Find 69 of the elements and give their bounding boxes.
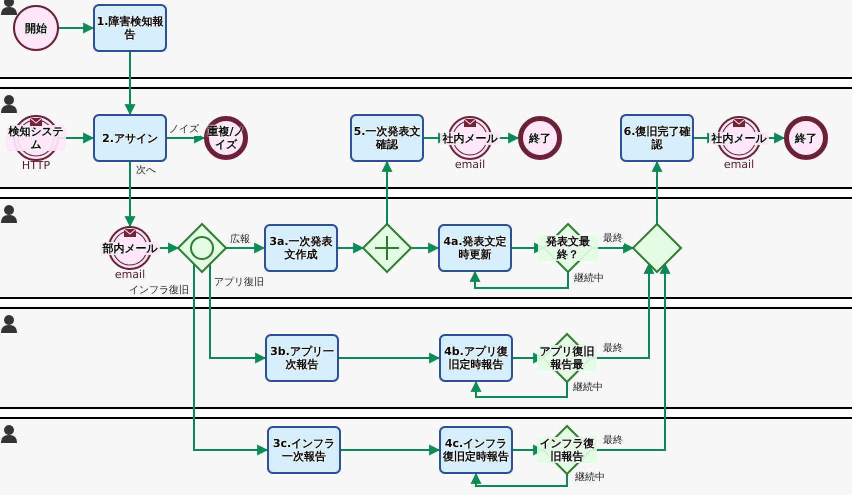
sequence-flow-arrow	[339, 352, 440, 364]
event-gateway	[178, 224, 226, 272]
task-box	[265, 334, 339, 382]
message-event	[707, 116, 771, 160]
task-box	[264, 224, 338, 272]
task-label: 4c.インフラ復旧定時報告	[442, 437, 510, 463]
task-label: 4a.発表文定時更新	[442, 235, 508, 261]
edge-label: 広報	[229, 233, 251, 246]
event-type-label: email	[454, 159, 486, 171]
edge-label: 継続中	[574, 471, 606, 484]
sequence-flow-arrow	[226, 242, 266, 254]
edge-label: 継続中	[573, 272, 605, 285]
sequence-flow-arrow	[124, 162, 136, 228]
message-event	[438, 116, 502, 160]
task-label: 2.アサイン	[101, 132, 159, 144]
event-type-label: email	[722, 159, 756, 171]
task-box	[350, 114, 424, 162]
task-label: 6.復旧完了確認	[622, 125, 692, 151]
sequence-flow-arrow	[411, 242, 440, 254]
task-label: 5.一次発表文確認	[352, 125, 422, 151]
task-box	[93, 114, 167, 162]
edge-label: 最終	[602, 342, 624, 355]
edge-label: インフラ復旧	[128, 284, 190, 297]
task-label: 3a.一次発表文作成	[268, 235, 334, 261]
edge-label: 最終	[602, 232, 624, 245]
gateway-label: インフラ復旧報告	[537, 437, 597, 463]
task-box	[439, 426, 513, 474]
edge-label: アプリ復旧	[213, 276, 265, 289]
task-box	[93, 4, 167, 52]
sequence-flow-arrow	[59, 22, 94, 34]
event-label: 開始	[24, 22, 48, 34]
task-box	[439, 334, 513, 382]
edge-label: 継続中	[572, 381, 604, 394]
sequence-flow-arrow	[124, 52, 136, 116]
sequence-flow-arrow	[470, 270, 569, 289]
gateway-diamond	[633, 224, 681, 272]
edge-label: 最終	[602, 434, 624, 447]
event-label: 部内メール	[100, 242, 160, 254]
parallel-gateway	[363, 224, 411, 272]
task-box	[267, 426, 341, 474]
message-event	[98, 226, 162, 270]
task-box	[438, 224, 512, 272]
event-label: 検知システム	[6, 125, 66, 151]
sequence-flow-arrow	[382, 160, 392, 224]
event-type-label: email	[114, 269, 146, 281]
task-label: 3b.アプリ一次報告	[269, 345, 335, 371]
edge-label: ノイズ	[168, 123, 200, 136]
sequence-flow-arrow	[193, 264, 268, 456]
event-label: 終了	[794, 132, 818, 144]
sequence-flow-arrow	[470, 380, 568, 398]
sequence-flow-arrow	[652, 160, 662, 224]
gateway-label: アプリ復旧報告最	[537, 345, 597, 371]
task-label: 1.障害検知報告	[96, 15, 164, 41]
gateway-label: 発表文最終？	[538, 235, 598, 261]
sequence-flow-arrow	[338, 242, 364, 254]
sequence-flow-arrow	[209, 264, 266, 364]
event-type-label: HTTP	[20, 160, 52, 172]
event-label: 社内メール	[709, 132, 769, 144]
event-label: 終了	[528, 132, 552, 144]
sequence-flow-arrow	[341, 444, 440, 456]
edge-label: 次へ	[135, 164, 157, 177]
message-event	[4, 115, 68, 161]
task-label: 3c.インフラ一次報告	[272, 437, 336, 463]
event-label: 社内メール	[440, 132, 500, 144]
task-box	[620, 114, 694, 162]
gateway-diamond	[537, 334, 597, 382]
sequence-flow-arrow	[470, 472, 568, 487]
gateway-diamond	[538, 224, 598, 272]
task-label: 4b.アプリ復旧定時報告	[443, 345, 509, 371]
